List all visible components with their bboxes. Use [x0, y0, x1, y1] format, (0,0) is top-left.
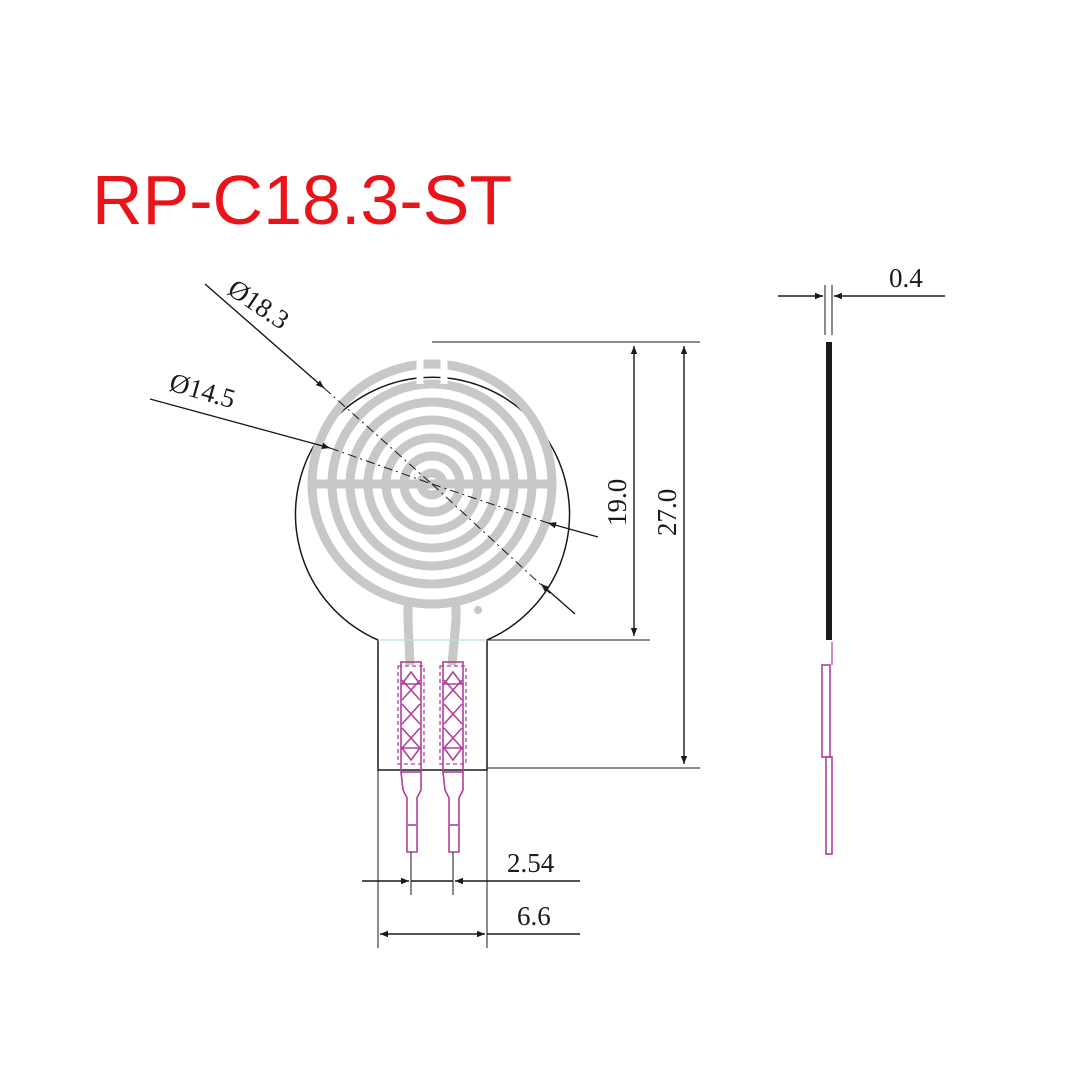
sensor-outline: [294, 376, 571, 771]
front-view: Ø18.3 Ø14.5 19.0 27.0 2.54 6.6: [149, 273, 700, 948]
height-27-label: 27.0: [652, 489, 682, 536]
outer-diameter-leader: [204, 283, 325, 389]
height-19-label: 19.0: [602, 479, 632, 526]
thickness-label: 0.4: [889, 263, 923, 293]
side-pin-pad: [821, 664, 831, 758]
side-body: [826, 342, 832, 640]
pin-pitch-label: 2.54: [507, 848, 555, 878]
side-pin: [825, 756, 833, 855]
inner-diameter-leader: [149, 398, 331, 449]
outer-diameter-label: Ø18.3: [223, 273, 295, 335]
side-view: 0.4: [778, 263, 945, 855]
sensing-area: [307, 358, 557, 666]
part-number-title: RP-C18.3-ST: [92, 161, 512, 239]
pin-pads: [397, 661, 467, 773]
tail-width-label: 6.6: [517, 901, 551, 931]
crimp-pins: [400, 771, 464, 853]
